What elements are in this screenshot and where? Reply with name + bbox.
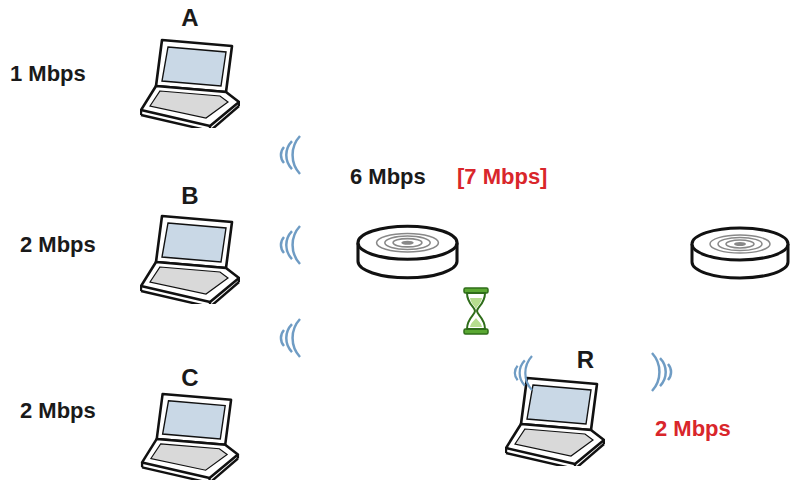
wireless-waves [281, 136, 300, 174]
access-point [692, 228, 788, 278]
laptop-node: B [135, 184, 245, 306]
laptop-icon [142, 394, 238, 483]
access-point [358, 226, 457, 278]
wireless-waves [281, 319, 300, 357]
data-rate-label: 1 Mbps [10, 63, 86, 85]
device-letter: R [500, 348, 610, 372]
laptop-icon [141, 40, 239, 131]
laptop-node: C [135, 366, 245, 482]
laptop-icon [141, 216, 239, 307]
data-rate-label: 6 Mbps [350, 166, 426, 188]
wireless-waves [281, 226, 300, 264]
device-letter: C [135, 366, 245, 390]
data-rate-label: 2 Mbps [20, 400, 96, 422]
laptop-icon [506, 378, 604, 469]
hourglass-icon [464, 288, 488, 334]
laptop-node: A [135, 6, 245, 130]
device-letter: A [135, 6, 245, 30]
wireless-waves [515, 356, 532, 390]
data-rate-label: [7 Mbps] [457, 166, 547, 188]
laptop-node: R [500, 348, 610, 468]
data-rate-label: 2 Mbps [655, 418, 731, 440]
data-rate-label: 2 Mbps [20, 234, 96, 256]
device-letter: B [135, 184, 245, 208]
wireless-waves [652, 353, 671, 391]
